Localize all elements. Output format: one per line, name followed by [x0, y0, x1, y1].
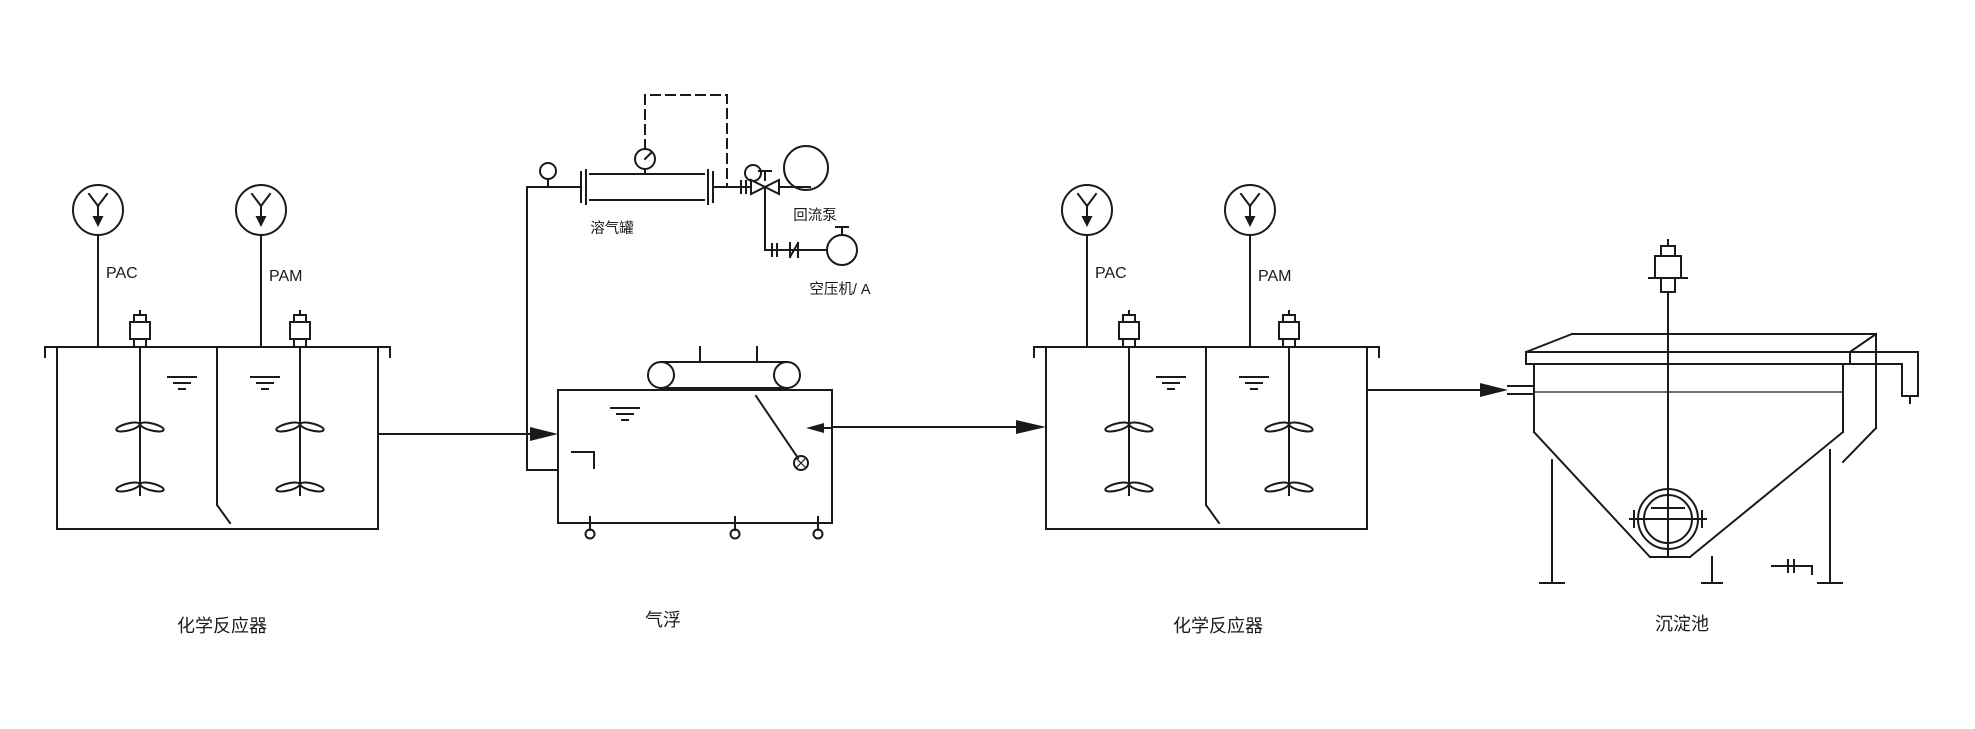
- recycle-pump-icon: [783, 145, 829, 191]
- saturator-system: 溶气罐 回流泵 空压机/ A: [526, 94, 871, 471]
- reactor-1-caption: 化学反应器: [177, 616, 267, 636]
- motor-body: [1654, 255, 1682, 279]
- bottom-drain: [1771, 559, 1813, 575]
- flotation-unit: [557, 346, 833, 540]
- flange-bolts: [1629, 510, 1707, 528]
- flange-ticks-2: [771, 243, 778, 257]
- scraper-line: [754, 394, 800, 460]
- pac-label-1: PAC: [106, 265, 138, 282]
- top-cylinder: [660, 361, 788, 389]
- tank-rim: [1525, 351, 1851, 365]
- internal-weir: [571, 451, 595, 469]
- internal-arrowhead: [806, 423, 824, 433]
- support-legs: [1539, 449, 1843, 584]
- pam-label-1: PAM: [269, 268, 302, 285]
- signal-dashed-line: [644, 94, 728, 188]
- air-compressor-label: 空压机/ A: [809, 281, 871, 298]
- flotation-caption: 气浮: [645, 610, 681, 630]
- flow-arrow-3: [1366, 383, 1535, 397]
- effluent-launder: [1849, 351, 1919, 404]
- side-walls: [1533, 363, 1844, 433]
- drain-2: [729, 516, 741, 540]
- gauge-left: [539, 162, 557, 180]
- sedimentation-tank: [1524, 239, 1919, 584]
- arrowhead-right: [1016, 420, 1046, 434]
- saturator-label: 溶气罐: [590, 220, 634, 237]
- pac-label-2: PAC: [1095, 265, 1127, 282]
- scraper-sprocket: [793, 455, 809, 471]
- flotation-water-level: [610, 407, 640, 421]
- valve-icon: [750, 178, 780, 196]
- sedimentation-caption: 沉淀池: [1655, 614, 1709, 634]
- reactor-2-tank: [1034, 185, 1379, 529]
- hopper-cone: [1532, 430, 1845, 559]
- drain-1: [584, 516, 596, 540]
- motor-neck: [1660, 277, 1676, 293]
- cylinder-stubs: [699, 346, 758, 363]
- vessel-flanges: [580, 169, 714, 205]
- arrowhead-right: [530, 427, 558, 441]
- gauge-right: [744, 164, 762, 182]
- gauge-needle: [643, 151, 653, 175]
- drain-3: [812, 516, 824, 540]
- reactor-1-tank: [45, 185, 390, 529]
- top-cylinder-left-end: [647, 361, 675, 389]
- compressor-port: [835, 226, 849, 236]
- inlet-stub: [1507, 385, 1535, 395]
- recycle-pump-label: 回流泵: [793, 207, 837, 224]
- arrowhead-right: [1480, 383, 1508, 397]
- air-compressor-icon: [826, 234, 858, 266]
- valve-stem: [758, 170, 772, 181]
- flotation-tank-body: [557, 389, 833, 524]
- pipe-to-compressor: [764, 186, 828, 251]
- motor-cap: [1660, 245, 1676, 257]
- captions: 化学反应器 气浮 化学反应器 沉淀池: [177, 610, 1709, 636]
- check-valve-icon: [788, 241, 800, 259]
- flange-ticks: [740, 180, 747, 194]
- reactor-2-caption: 化学反应器: [1173, 616, 1263, 636]
- top-cylinder-right-end: [773, 361, 801, 389]
- saturator-vessel: [589, 173, 705, 201]
- pam-label-2: PAM: [1258, 268, 1291, 285]
- perspective-edges: [1524, 332, 1878, 464]
- flow-arrow-1: [377, 427, 558, 441]
- flow-arrow-2: [831, 420, 1046, 434]
- chemical-reactor-2: PAC PAM: [1034, 185, 1379, 529]
- downpipe-to-flotation: [526, 186, 559, 471]
- chemical-reactor-1: PAC PAM: [45, 185, 390, 529]
